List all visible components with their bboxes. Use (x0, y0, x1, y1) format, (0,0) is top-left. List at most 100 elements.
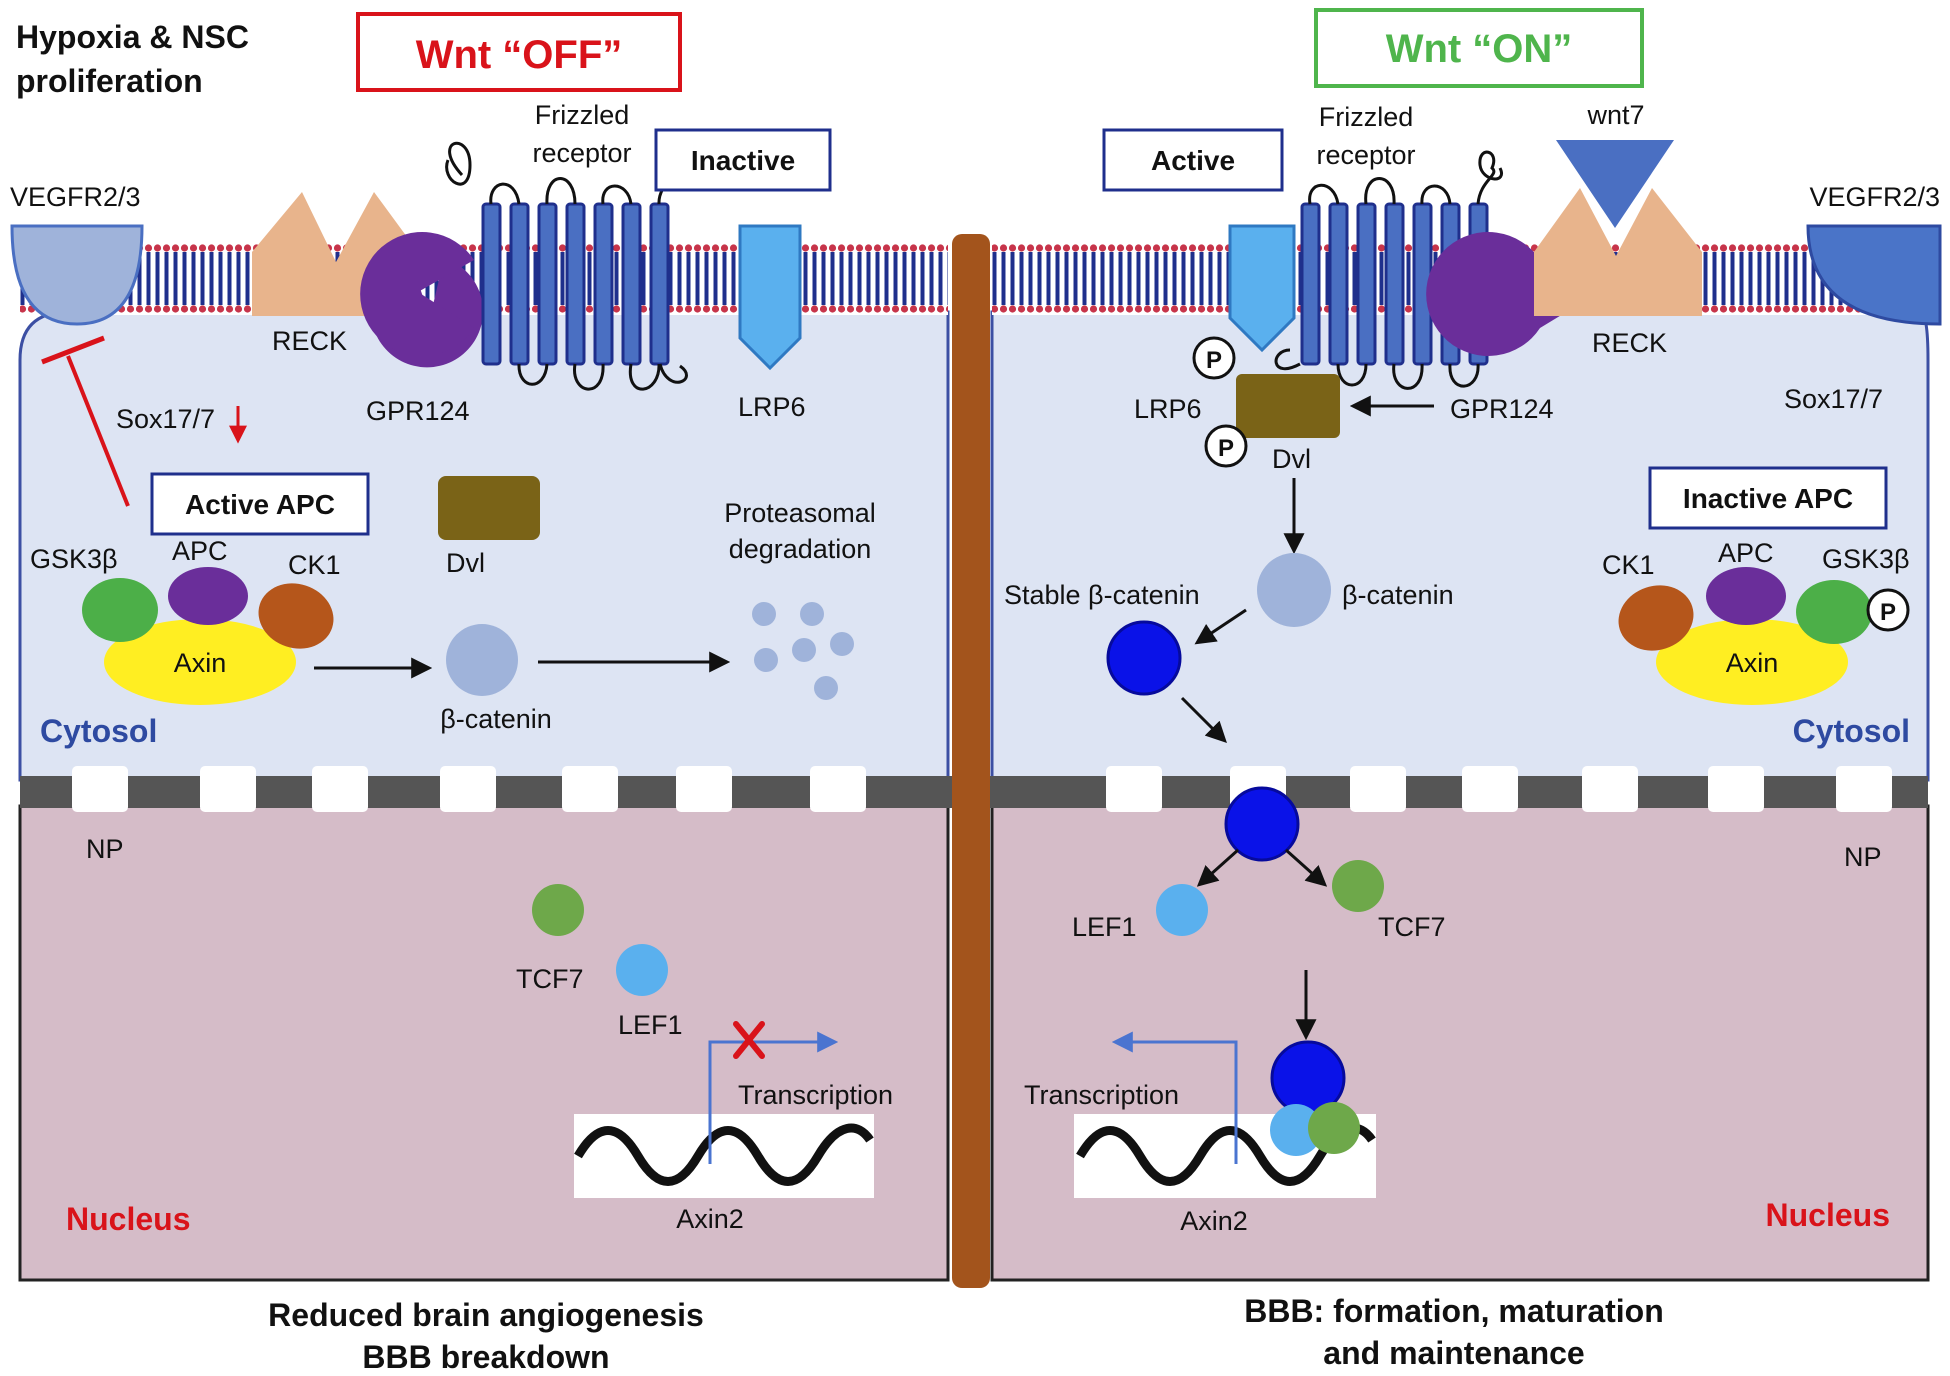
frizzled-receptor-left (481, 202, 670, 366)
gsk3b-right (1796, 580, 1872, 644)
phospho-gsk3b (1866, 588, 1910, 632)
stable-beta-catenin (1106, 620, 1182, 696)
active-apc-label: Active APC (185, 489, 335, 520)
transcription-label-right: Transcription (1024, 1080, 1179, 1110)
wnt-off-box (356, 12, 682, 92)
wnt7-ligand (1556, 140, 1674, 228)
reck-label-left: RECK (272, 326, 347, 356)
gsk3b-label-left: GSK3β (30, 544, 118, 574)
vegfr-label-left: VEGFR2/3 (10, 182, 141, 212)
arrow-catenin-to-stable (1194, 608, 1247, 645)
lef1-left (616, 944, 668, 996)
cytosol-label-right: Cytosol (1793, 713, 1910, 749)
inactive-apc-box (1648, 466, 1888, 530)
sox-label-right: Sox17/7 (1784, 384, 1883, 414)
inactive-label: Inactive (691, 145, 795, 176)
wnt7-label: wnt7 (1586, 100, 1644, 130)
lrp6-left (738, 224, 802, 371)
dvl-label-right: Dvl (1272, 444, 1311, 474)
sox-label-left: Sox17/7 (116, 404, 215, 434)
ck1-label-left: CK1 (288, 550, 341, 580)
title-line-2: proliferation (16, 63, 203, 99)
gpr124-label-left: GPR124 (366, 396, 470, 426)
axin-right (1656, 619, 1848, 705)
sox-inhibition-line (66, 355, 130, 507)
axin-label-left: Axin (174, 648, 227, 678)
outcome-left-2: BBB breakdown (362, 1339, 609, 1375)
active-label: Active (1151, 145, 1235, 176)
center-divider (952, 234, 990, 1288)
outcome-right-1: BBB: formation, maturation (1244, 1293, 1664, 1329)
phospho-lrp6 (1192, 336, 1236, 380)
active-box (1102, 128, 1284, 192)
nucleus-right (990, 804, 1930, 1282)
gpr124-shape-left (360, 232, 474, 356)
dvl-left (438, 476, 540, 540)
np-label-left: NP (86, 834, 124, 864)
transcription-arrow-left (708, 1031, 839, 1164)
axin-label-right: Axin (1726, 648, 1779, 678)
vegfr-label-right: VEGFR2/3 (1809, 182, 1940, 212)
cytosol-label-left: Cytosol (40, 713, 157, 749)
beta-catenin-right (1257, 553, 1331, 627)
transcription-arrow-right (1111, 1031, 1238, 1164)
transcription-label-left: Transcription (738, 1080, 893, 1110)
axin2-label-right: Axin2 (1180, 1206, 1248, 1236)
wnt-on-label: Wnt “ON” (1386, 27, 1573, 71)
gsk3b-label-right: GSK3β (1822, 544, 1910, 574)
lrp6-right (1228, 224, 1296, 353)
frizzled-label-left-1: Frizzled (535, 100, 630, 130)
dvl-right (1236, 374, 1340, 438)
inactive-apc-label: Inactive APC (1683, 483, 1853, 514)
vegfr-receptor-left (10, 224, 144, 326)
axin2-label-left: Axin2 (676, 1204, 744, 1234)
title-line-1: Hypoxia & NSC (16, 19, 249, 55)
reck-protein-right (1534, 188, 1702, 316)
phospho-label-3: P (1880, 599, 1896, 626)
stable-beta-catenin-label: Stable β-catenin (1004, 580, 1200, 610)
tcf7-label-left: TCF7 (516, 964, 584, 994)
cytosol-right (990, 310, 1930, 782)
frizzled-label-left-2: receptor (532, 138, 631, 168)
phospho-dvl (1204, 424, 1248, 468)
wnt-off-label: Wnt “OFF” (416, 33, 623, 77)
nucleus-label-left: Nucleus (66, 1201, 190, 1237)
outcome-right-2: and maintenance (1323, 1335, 1584, 1371)
beta-catenin-left (446, 624, 518, 696)
ck1-right (1618, 585, 1694, 651)
complex-lef1 (1270, 1104, 1322, 1156)
arrow-stable-to-pore (1180, 696, 1227, 743)
dna-left (574, 1123, 874, 1186)
gsk3b-left (82, 578, 158, 642)
beta-catenin-label-right: β-catenin (1342, 580, 1454, 610)
frizzled-label-right-2: receptor (1316, 140, 1415, 170)
apc-left (168, 567, 248, 625)
arrow-to-lef1 (1196, 848, 1240, 887)
frizzled-loops-right (1274, 150, 1503, 390)
blocked-x-icon (733, 1021, 765, 1059)
proteasome-label-2: degradation (729, 534, 872, 564)
inactive-box (654, 128, 832, 192)
beta-catenin-label-left: β-catenin (440, 704, 552, 734)
dvl-label-left: Dvl (446, 548, 485, 578)
degraded-fragments (752, 602, 854, 700)
apc-label-left: APC (172, 536, 228, 566)
outcome-left-1: Reduced brain angiogenesis (268, 1297, 704, 1333)
proteasome-label-1: Proteasomal (724, 498, 876, 528)
tcf7-left (532, 884, 584, 936)
lrp6-label-left: LRP6 (738, 392, 806, 422)
reck-label-right: RECK (1592, 328, 1667, 358)
lef1-right (1156, 884, 1208, 936)
active-apc-box (150, 472, 370, 536)
nuclear-beta-catenin (1224, 786, 1300, 862)
phospho-label-2: P (1218, 435, 1234, 462)
ck1-label-right: CK1 (1602, 550, 1655, 580)
lef1-label-right: LEF1 (1072, 912, 1137, 942)
lrp6-label-right: LRP6 (1134, 394, 1202, 424)
complex-tcf7 (1308, 1102, 1360, 1154)
gpr124-label-right: GPR124 (1450, 394, 1554, 424)
tcf7-right (1332, 860, 1384, 912)
apc-label-right: APC (1718, 538, 1774, 568)
lef1-label-left: LEF1 (618, 1010, 683, 1040)
